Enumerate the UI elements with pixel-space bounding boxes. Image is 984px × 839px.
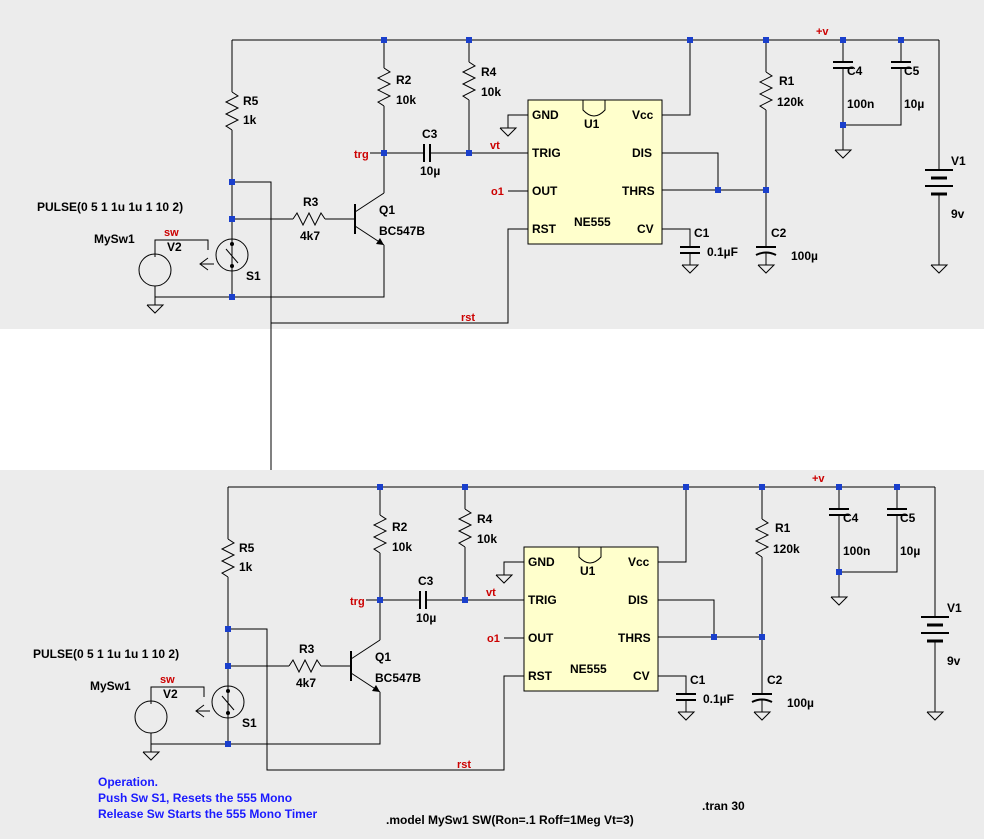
c4-value: 100n [847, 97, 874, 111]
c2-label: C2 [771, 226, 787, 240]
c3-label: C3 [418, 574, 434, 588]
pin-cv: CV [633, 669, 650, 683]
u1-label: U1 [580, 564, 596, 578]
r3-label: R3 [303, 195, 319, 209]
c4-label: C4 [847, 64, 863, 78]
r3-value: 4k7 [296, 676, 316, 690]
c3-value: 10µ [420, 164, 440, 178]
bottom-panel [0, 470, 984, 839]
c2-label: C2 [767, 673, 783, 687]
vt-net: vt [490, 140, 500, 152]
r2-label: R2 [392, 520, 408, 534]
pin-rst: RST [528, 669, 553, 683]
c1-value: 0.1µF [707, 245, 738, 259]
pin-rst: RST [532, 222, 557, 236]
c5-label: C5 [904, 64, 920, 78]
c3-value: 10µ [416, 611, 436, 625]
q1-value: BC547B [375, 671, 421, 685]
pin-trig: TRIG [532, 146, 561, 160]
c1-label: C1 [694, 226, 710, 240]
c2-value: 100µ [791, 249, 818, 263]
v2-label: V2 [163, 687, 178, 701]
pin-gnd: GND [528, 555, 555, 569]
o1-net: o1 [491, 186, 504, 198]
pin-vcc: Vcc [628, 555, 650, 569]
pin-out: OUT [532, 184, 558, 198]
r3-label: R3 [299, 642, 315, 656]
c5-value: 10µ [900, 544, 920, 558]
pulse-label: PULSE(0 5 1 1u 1u 1 10 2) [37, 200, 183, 214]
r1-label: R1 [779, 74, 795, 88]
pulse-label: PULSE(0 5 1 1u 1u 1 10 2) [33, 647, 179, 661]
pin-cv: CV [637, 222, 654, 236]
c5-value: 10µ [904, 97, 924, 111]
c1-value: 0.1µF [703, 692, 734, 706]
s1-label: S1 [246, 269, 261, 283]
pin-vcc: Vcc [632, 108, 654, 122]
r4-label: R4 [477, 512, 493, 526]
mysw-label: MySw1 [90, 679, 131, 693]
q1-label: Q1 [375, 650, 391, 664]
r5-label: R5 [239, 541, 255, 555]
o1-net: o1 [487, 633, 500, 645]
q1-label: Q1 [379, 203, 395, 217]
u1-value: NE555 [570, 662, 607, 676]
operation-line-1: Push Sw S1, Resets the 555 Mono [98, 791, 292, 805]
v1-label: V1 [951, 154, 966, 168]
rst-net: rst [457, 759, 471, 771]
r2-label: R2 [396, 73, 412, 87]
operation-line-2: Release Sw Starts the 555 Mono Timer [98, 807, 318, 821]
s1-label: S1 [242, 716, 257, 730]
c2-value: 100µ [787, 696, 814, 710]
top-panel [0, 0, 984, 329]
v1-label: V1 [947, 601, 962, 615]
r1-value: 120k [773, 542, 800, 556]
pv-net: +v [812, 473, 825, 485]
mysw-label: MySw1 [94, 232, 135, 246]
pin-dis: DIS [632, 146, 652, 160]
sw-net: sw [164, 227, 179, 239]
r2-value: 10k [396, 93, 416, 107]
r2-value: 10k [392, 540, 412, 554]
vt-net: vt [486, 587, 496, 599]
pv-net: +v [816, 26, 829, 38]
q1-value: BC547B [379, 224, 425, 238]
sw-net: sw [160, 674, 175, 686]
r5-label: R5 [243, 94, 259, 108]
u1-label: U1 [584, 117, 600, 131]
v1-value: 9v [947, 654, 961, 668]
pin-dis: DIS [628, 593, 648, 607]
pin-out: OUT [528, 631, 554, 645]
v1-value: 9v [951, 207, 965, 221]
model-directive: .model MySw1 SW(Ron=.1 Roff=1Meg Vt=3) [386, 813, 634, 827]
r1-value: 120k [777, 95, 804, 109]
c3-label: C3 [422, 127, 438, 141]
rst-net: rst [461, 312, 475, 324]
operation-title: Operation. [98, 775, 158, 789]
c5-label: C5 [900, 511, 916, 525]
r1-label: R1 [775, 521, 791, 535]
r5-value: 1k [243, 113, 257, 127]
c1-label: C1 [690, 673, 706, 687]
pin-thrs: THRS [618, 631, 651, 645]
trg-net: trg [350, 596, 365, 608]
top-labels: R5 1k R2 10k R4 10k C3 10µ R3 4k7 Q1 BC5… [37, 26, 966, 324]
r4-label: R4 [481, 65, 497, 79]
r5-value: 1k [239, 560, 253, 574]
r4-value: 10k [477, 532, 497, 546]
pin-thrs: THRS [622, 184, 655, 198]
bottom-labels: R5 1k R2 10k R4 10k C3 10µ R3 4k7 Q1 BC5… [33, 473, 962, 771]
r3-value: 4k7 [300, 229, 320, 243]
tran-directive: .tran 30 [702, 799, 745, 813]
u1-value: NE555 [574, 215, 611, 229]
c4-value: 100n [843, 544, 870, 558]
pin-gnd: GND [532, 108, 559, 122]
pin-trig: TRIG [528, 593, 557, 607]
trg-net: trg [354, 149, 369, 161]
c4-label: C4 [843, 511, 859, 525]
r4-value: 10k [481, 85, 501, 99]
v2-label: V2 [167, 240, 182, 254]
